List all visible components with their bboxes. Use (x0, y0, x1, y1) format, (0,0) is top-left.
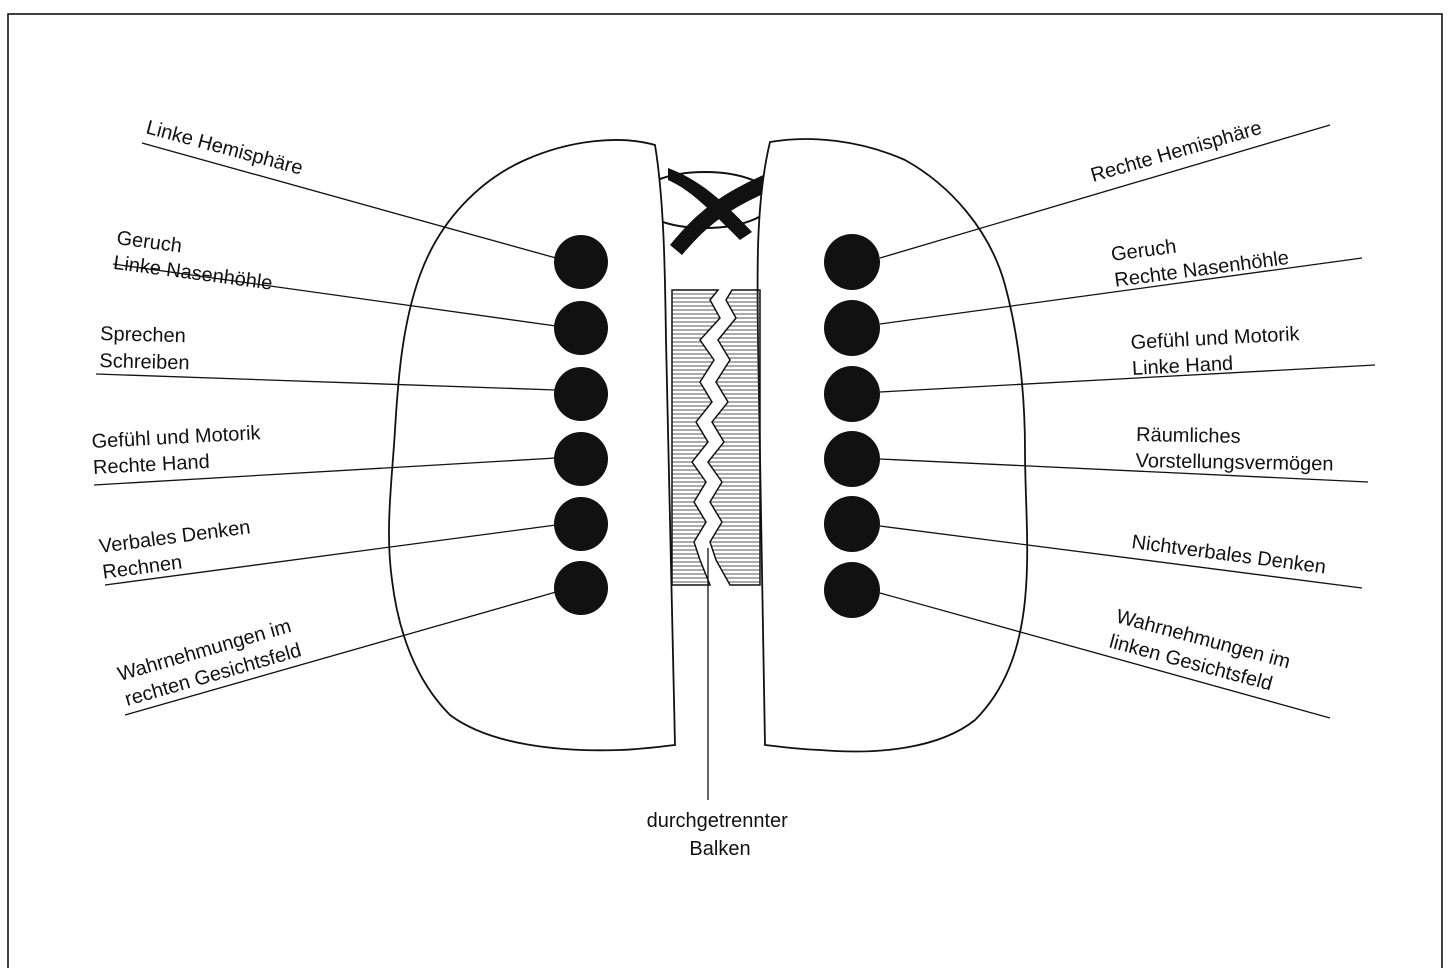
label-left-hemisphere: Linke Hemisphäre (144, 117, 305, 180)
left-dot-6 (554, 561, 608, 615)
label-wahrnehmungen-rechts: Wahrnehmungen im rechten Gesichtsfeld (115, 614, 306, 711)
corpus-callosum-right (708, 290, 760, 585)
label-geruch-rechte-nasenhoehle: Geruch Rechte Nasenhöhle (1110, 221, 1290, 292)
right-dot-3 (824, 366, 880, 422)
right-dot-1 (824, 234, 880, 290)
label-gefuehl-rechte-hand: Gefühl und Motorik Rechte Hand (91, 422, 268, 479)
label-sprechen-schreiben: Sprechen Schreiben (99, 323, 191, 374)
left-dot-2 (554, 301, 608, 355)
right-hemisphere-outline (757, 139, 1027, 751)
left-dot-1 (554, 235, 608, 289)
left-dot-3 (554, 367, 608, 421)
label-geruch-linke-nasenhoehle: Geruch Linke Nasenhöhle (112, 227, 277, 294)
right-dot-2 (824, 300, 880, 356)
label-durchgetrennter-balken: durchgetrennter Balken (647, 810, 794, 860)
right-dot-6 (824, 562, 880, 618)
label-raeumliches-vorstellungsvermoegen: Räumliches Vorstellungsvermögen (1135, 424, 1334, 475)
left-dot-4 (554, 432, 608, 486)
label-verbales-denken: Verbales Denken Rechnen (98, 516, 261, 584)
left-hemisphere-outline (389, 140, 675, 750)
label-gefuehl-linke-hand: Gefühl und Motorik Linke Hand (1130, 323, 1307, 380)
label-wahrnehmungen-links: Wahrnehmungen im linken Gesichtsfeld (1107, 606, 1298, 700)
right-dot-4 (824, 431, 880, 487)
right-dot-5 (824, 496, 880, 552)
left-dot-5 (554, 497, 608, 551)
